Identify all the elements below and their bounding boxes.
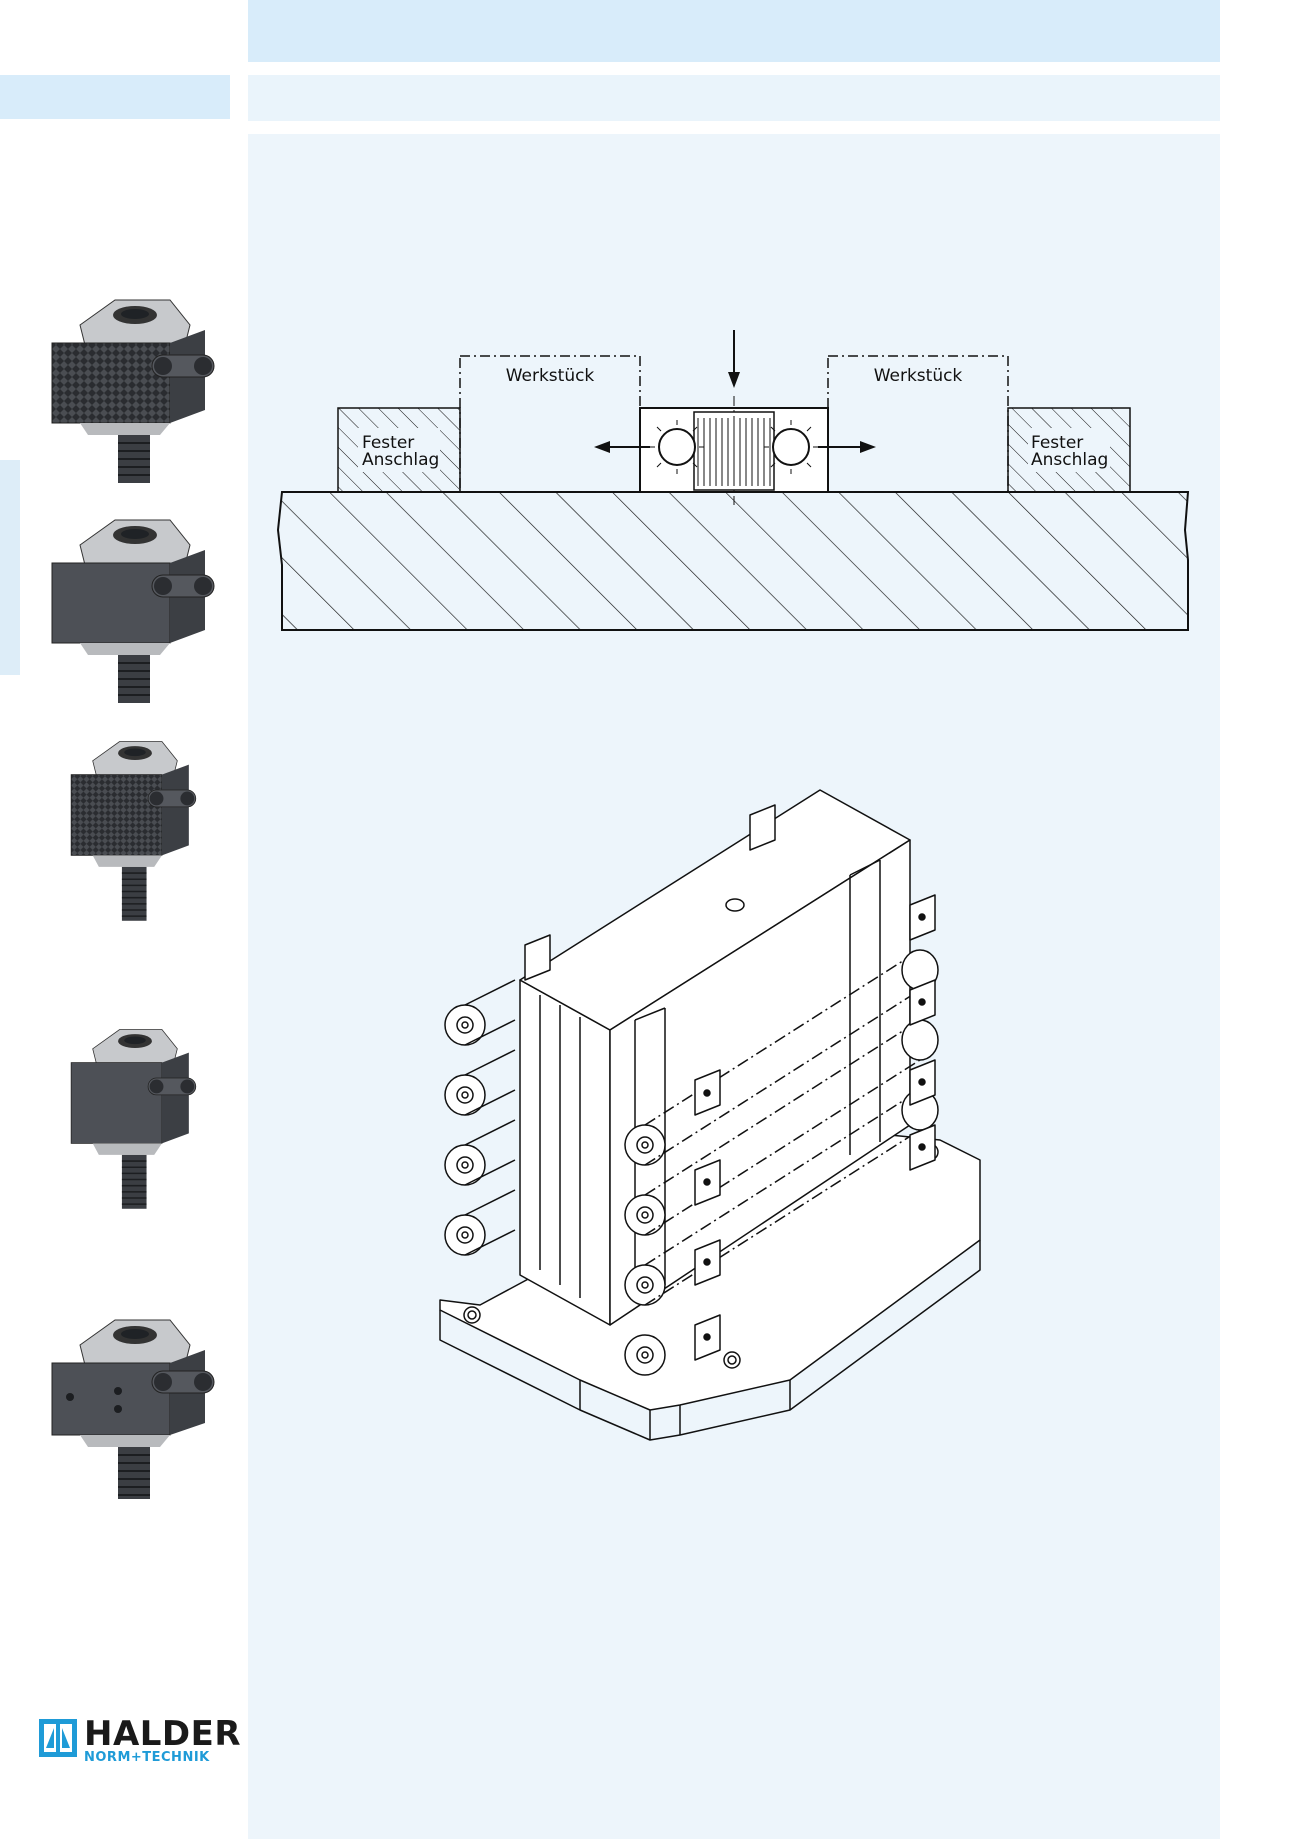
drilled-clamp-icon [51,1319,215,1499]
logo-tagline: NORM+TECHNIK [84,1750,210,1765]
tall-smooth-clamp-icon [70,1029,197,1209]
tall-knurled-clamp-icon [70,741,197,921]
stop-right-label-2: Anschlag [1031,450,1108,470]
stop-left-label-1: Fester [362,433,414,453]
stop-right-label-1: Fester [1031,433,1083,453]
workpiece-left-label: Werkstück [506,366,595,386]
logo-brand-text: HALDER [84,1714,242,1754]
header-band [248,0,1220,62]
knurled-clamp-icon [51,299,215,483]
fixture-drawing [439,789,981,1441]
chapter-marker [0,460,20,675]
side-tab [0,75,230,119]
logo-mark-icon [39,1719,77,1757]
halder-logo: HALDER NORM+TECHNIK [38,1714,241,1768]
stop-left-label-2: Anschlag [362,450,439,470]
smooth-clamp-icon [51,519,215,703]
workpiece-right-label: Werkstück [874,366,963,386]
section-drawing: Werkstück Werkstück Fester Anschlag Fest… [276,330,1190,631]
title-band [248,75,1220,121]
